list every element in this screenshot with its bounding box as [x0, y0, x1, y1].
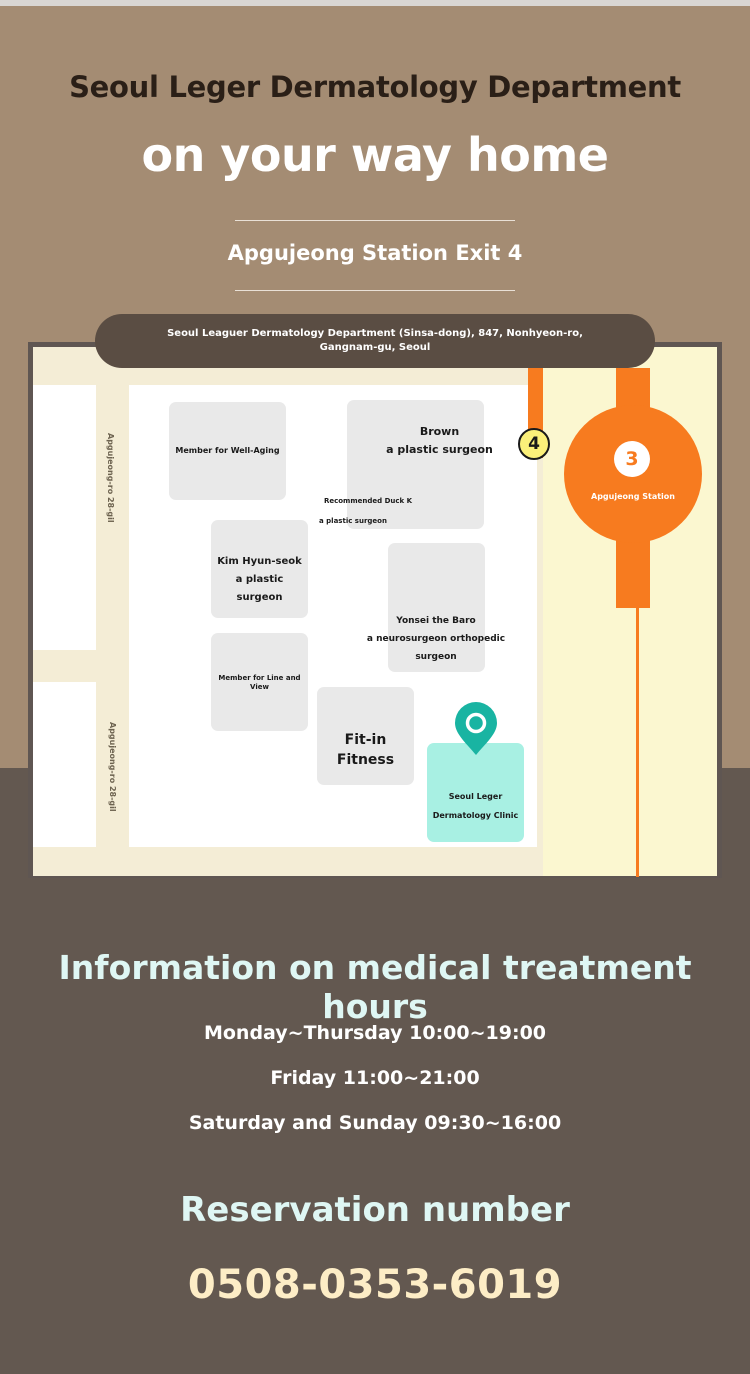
label-fitin-line1: Fit-in — [344, 732, 387, 748]
location-pin-icon — [455, 702, 497, 755]
map-canvas: Apgujeong-ro 28-gil Apgujeong-ro 28-gil … — [33, 347, 717, 877]
label-duck-name: Recommended Duck K — [323, 497, 413, 505]
label-yonsei-type: a neurosurgeon orthopedic surgeon — [366, 634, 506, 662]
tagline: on your way home — [141, 128, 609, 182]
road-label-bottom: Apgujeong-ro 28-gil — [108, 722, 117, 812]
address-pill: Seoul Leaguer Dermatology Department (Si… — [95, 314, 655, 368]
hours-friday: Friday 11:00~21:00 — [270, 1067, 480, 1089]
divider-bottom — [235, 290, 515, 291]
map-block-left-top — [33, 385, 96, 650]
lot-brown — [347, 400, 484, 529]
lot-well-aging — [169, 402, 286, 500]
address-text: Seoul Leaguer Dermatology Department (Si… — [167, 328, 583, 353]
label-well-aging: Member for Well-Aging — [175, 446, 280, 455]
lot-fitin — [317, 687, 414, 785]
lot-yonsei — [388, 543, 485, 672]
label-fitin-line2: Fitness — [336, 752, 395, 768]
label-clinic-line1: Seoul Leger — [448, 792, 503, 801]
reservation-title: Reservation number — [180, 1190, 570, 1230]
exit-4-marker: 4 — [518, 428, 550, 460]
label-brown-name: Brown — [419, 425, 460, 438]
hours-weekday: Monday~Thursday 10:00~19:00 — [203, 1022, 547, 1044]
label-duck-type: a plastic surgeon — [319, 517, 387, 525]
subway-line-3 — [636, 368, 639, 877]
label-yonsei-name: Yonsei the Baro — [396, 616, 476, 626]
label-fitin: Fit-in Fitness — [317, 730, 414, 770]
lot-clinic — [427, 743, 524, 842]
top-image-strip — [0, 0, 750, 6]
label-clinic: Seoul Leger Dermatology Clinic — [427, 787, 524, 825]
hours-weekend: Saturday and Sunday 09:30~16:00 — [188, 1112, 562, 1134]
label-kim: Kim Hyun-seok a plastic surgeon — [211, 553, 308, 607]
divider-top — [235, 220, 515, 221]
label-yonsei: Yonsei the Baro a neurosurgeon orthopedi… — [345, 612, 527, 666]
location-map: Apgujeong-ro 28-gil Apgujeong-ro 28-gil … — [28, 342, 722, 878]
lot-kim — [211, 520, 308, 618]
exit-info: Apgujeong Station Exit 4 — [227, 241, 523, 265]
station-line-number-badge: 3 — [614, 441, 650, 477]
label-kim-name: Kim Hyun-seok — [217, 556, 302, 567]
label-brown-type: a plastic surgeon — [386, 443, 493, 456]
road-label-top: Apgujeong-ro 28-gil — [106, 433, 115, 523]
lot-line-view — [211, 633, 308, 731]
label-brown: Brown a plastic surgeon — [347, 423, 532, 459]
label-clinic-line2: Dermatology Clinic — [432, 811, 519, 820]
station-name: Apgujeong Station — [591, 492, 675, 501]
label-kim-type: a plastic surgeon — [235, 574, 284, 603]
clinic-title: Seoul Leger Dermatology Department — [69, 70, 681, 104]
hours-title: Information on medical treatment hours — [58, 948, 692, 1026]
reservation-phone[interactable]: 0508-0353-6019 — [187, 1262, 563, 1308]
map-block-left-bottom — [33, 682, 96, 847]
label-line-view: Member for Line and View — [218, 674, 301, 691]
